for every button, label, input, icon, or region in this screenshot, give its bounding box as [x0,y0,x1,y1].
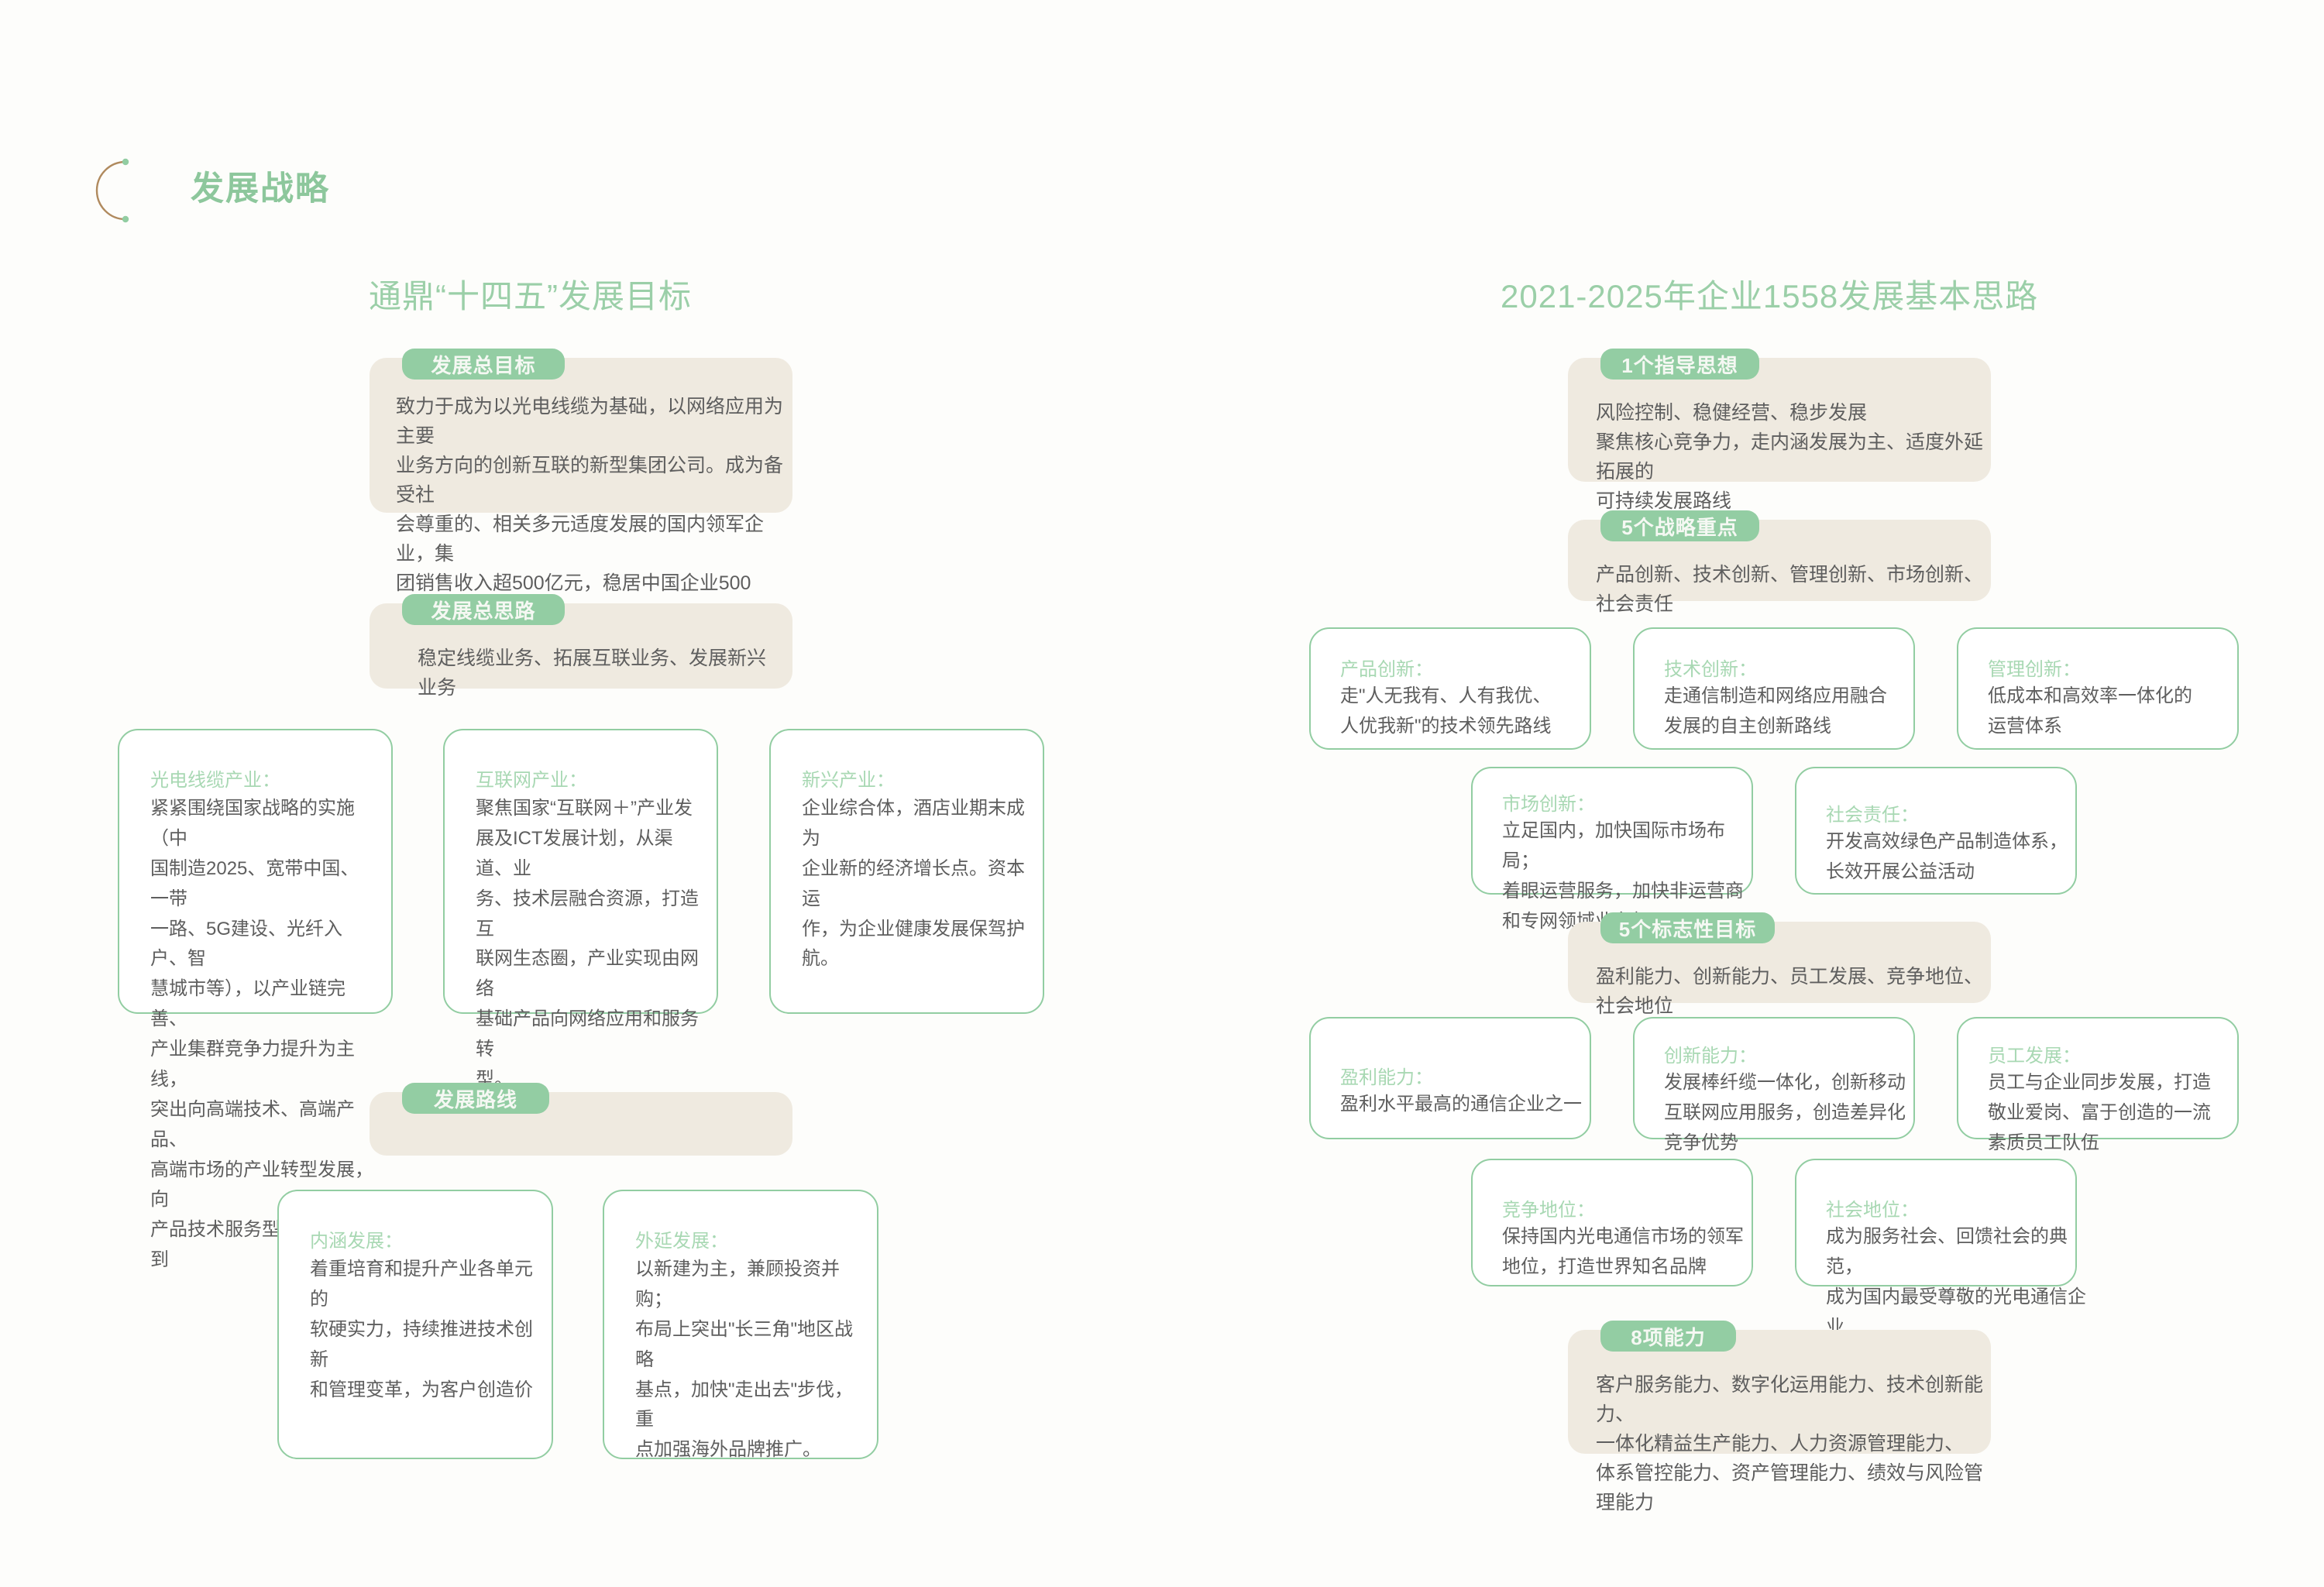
right-block-landmark-goals-body: 盈利能力、创新能力、员工发展、竞争地位、社会地位 [1596,966,1984,1017]
right-block-landmark-goals: 5个标志性目标 盈利能力、创新能力、员工发展、竞争地位、社会地位 [1568,912,1991,1017]
goal-card-social-status[interactable]: 社会地位： 成为服务社会、回馈社会的典范， 成为国内最受尊敬的光电通信企业 [1795,1159,2086,1338]
industry-card-emerging[interactable]: 新兴产业： 企业综合体，酒店业期末成为 企业新的经济增长点。资本运 作，为企业健… [769,729,1044,1014]
right-column-title: 2021-2025年企业1558发展基本思路 [1501,278,2039,314]
goal-card-innovation-capability[interactable]: 创新能力： 发展棒纤缆一体化，创新移动 互联网应用服务，创造差异化 竞争优势 [1633,1017,1915,1153]
goal-card-social-status-label: 社会地位： [1826,1200,1919,1221]
strategy-card-market-innovation-label: 市场创新： [1502,794,1595,815]
strategy-card-social-responsibility-body: 开发高效绿色产品制造体系， 长效开展公益活动 [1826,831,2068,882]
goal-card-innovation-capability-body: 发展棒纤缆一体化，创新移动 互联网应用服务，创造差异化 竞争优势 [1664,1072,1906,1153]
left-block-overall-approach-body: 稳定线缆业务、拓展互联业务、发展新兴业务 [418,648,767,699]
left-column-title: 通鼎“十四五”发展目标 [369,278,692,314]
strategy-card-product-innovation-label: 产品创新： [1340,659,1433,680]
left-block-development-route: 发展路线 [370,1083,792,1156]
right-block-guiding-thought: 1个指导思想 风险控制、稳健经营、稳步发展 聚焦核心竞争力，走内涵发展为主、适度… [1568,349,1991,512]
left-block-development-route-chip: 发展路线 [402,1083,549,1114]
industry-card-emerging-body: 企业综合体，酒店业期末成为 企业新的经济增长点。资本运 作，为企业健康发展保驾护… [802,798,1025,970]
goal-card-employee-development[interactable]: 员工发展： 员工与企业同步发展，打造 敬业爱岗、富于创造的一流 素质员工队伍 [1957,1017,2239,1153]
goal-card-employee-development-label: 员工发展： [1988,1046,2081,1067]
goal-card-competitive-position-label: 竞争地位： [1502,1200,1595,1221]
industry-card-optical-cable-body: 紧紧围绕国家战略的实施（中 国制造2025、宽带中国、一带 一路、5G建设、光纤… [150,798,373,1271]
goal-card-competitive-position[interactable]: 竞争地位： 保持国内光电通信市场的领军 地位，打造世界知名品牌 [1471,1159,1753,1286]
strategy-card-tech-innovation-body: 走通信制造和网络应用融合 发展的自主创新路线 [1664,685,1887,737]
industry-card-internet[interactable]: 互联网产业： 聚焦国家“互联网＋”产业发 展及ICT发展计划，从渠道、业 务、技… [443,729,718,1090]
left-block-overall-goal: 发展总目标 致力于成为以光电线缆为基础，以网络应用为主要 业务方向的创新互联的新… [370,349,792,653]
right-block-eight-capabilities: 8项能力 客户服务能力、数字化运用能力、技术创新能力、 一体化精益生产能力、人力… [1568,1321,1991,1513]
left-block-overall-goal-chip: 发展总目标 [402,349,565,380]
strategy-card-product-innovation[interactable]: 产品创新： 走"人无我有、人有我优、 人优我新"的技术领先路线 [1309,627,1591,750]
strategy-card-market-innovation-body: 立足国内，加快国际市场布局； 着眼运营服务，加快非运营商 和专网领域业务拓展 [1502,820,1744,932]
goal-card-profitability-label: 盈利能力： [1340,1067,1433,1088]
strategy-card-product-innovation-body: 走"人无我有、人有我优、 人优我新"的技术领先路线 [1340,685,1552,737]
strategy-card-management-innovation-body: 低成本和高效率一体化的 运营体系 [1988,685,2192,737]
right-block-strategic-focus-body: 产品创新、技术创新、管理创新、市场创新、社会责任 [1596,564,1984,615]
right-block-eight-capabilities-chip: 8项能力 [1600,1321,1736,1352]
right-block-strategic-focus-chip: 5个战略重点 [1600,510,1759,541]
page-title: 发展战略 [191,170,330,208]
goal-card-profitability[interactable]: 盈利能力： 盈利水平最高的通信企业之一 [1309,1017,1591,1139]
goal-card-employee-development-body: 员工与企业同步发展，打造 敬业爱岗、富于创造的一流 素质员工队伍 [1988,1072,2211,1153]
strategy-card-social-responsibility[interactable]: 社会责任： 开发高效绿色产品制造体系， 长效开展公益活动 [1795,767,2077,895]
right-block-landmark-goals-chip: 5个标志性目标 [1600,912,1775,943]
route-card-external-development-body: 以新建为主，兼顾投资并购； 布局上突出"长三角"地区战略 基点，加快"走出去"步… [635,1259,854,1461]
left-block-overall-approach: 发展总思路 稳定线缆业务、拓展互联业务、发展新兴业务 [370,594,792,699]
right-block-eight-capabilities-body: 客户服务能力、数字化运用能力、技术创新能力、 一体化精益生产能力、人力资源管理能… [1596,1374,1984,1513]
left-block-overall-approach-chip: 发展总思路 [402,594,565,625]
strategy-card-tech-innovation[interactable]: 技术创新： 走通信制造和网络应用融合 发展的自主创新路线 [1633,627,1915,750]
right-block-guiding-thought-chip: 1个指导思想 [1600,349,1759,380]
strategy-card-management-innovation-label: 管理创新： [1988,659,2081,680]
route-card-internal-development-body: 着重培育和提升产业各单元的 软硬实力，持续推进技术创新 和管理变革，为客户创造价 [310,1259,533,1400]
goal-card-innovation-capability-label: 创新能力： [1664,1046,1757,1067]
arc-decoration-icon [95,158,129,223]
industry-card-internet-body: 聚焦国家“互联网＋”产业发 展及ICT发展计划，从渠道、业 务、技术层融合资源，… [476,798,699,1090]
industry-card-optical-cable[interactable]: 光电线缆产业： 紧紧围绕国家战略的实施（中 国制造2025、宽带中国、一带 一路… [118,729,393,1270]
goal-card-profitability-body: 盈利水平最高的通信企业之一 [1340,1094,1582,1115]
industry-card-emerging-label: 新兴产业： [802,770,895,791]
goal-card-competitive-position-body: 保持国内光电通信市场的领军 地位，打造世界知名品牌 [1502,1226,1744,1277]
goal-card-social-status-body: 成为服务社会、回馈社会的典范， 成为国内最受尊敬的光电通信企业 [1826,1226,2086,1338]
strategy-card-market-innovation[interactable]: 市场创新： 立足国内，加快国际市场布局； 着眼运营服务，加快非运营商 和专网领域… [1471,767,1753,932]
strategy-card-social-responsibility-label: 社会责任： [1826,805,1919,826]
right-block-strategic-focus: 5个战略重点 产品创新、技术创新、管理创新、市场创新、社会责任 [1568,510,1991,615]
page-header: 发展战略 [77,151,403,228]
route-card-internal-development-label: 内涵发展： [310,1231,403,1252]
strategy-card-tech-innovation-label: 技术创新： [1664,659,1757,680]
industry-card-optical-cable-label: 光电线缆产业： [150,770,280,791]
strategy-card-management-innovation[interactable]: 管理创新： 低成本和高效率一体化的 运营体系 [1957,627,2239,750]
route-card-external-development[interactable]: 外延发展： 以新建为主，兼顾投资并购； 布局上突出"长三角"地区战略 基点，加快… [603,1190,878,1460]
industry-card-internet-label: 互联网产业： [476,770,587,791]
route-card-internal-development[interactable]: 内涵发展： 着重培育和提升产业各单元的 软硬实力，持续推进技术创新 和管理变革，… [277,1190,553,1459]
route-card-external-development-label: 外延发展： [635,1231,728,1252]
right-block-guiding-thought-body: 风险控制、稳健经营、稳步发展 聚焦核心竞争力，走内涵发展为主、适度外延拓展的 可… [1596,402,1984,512]
